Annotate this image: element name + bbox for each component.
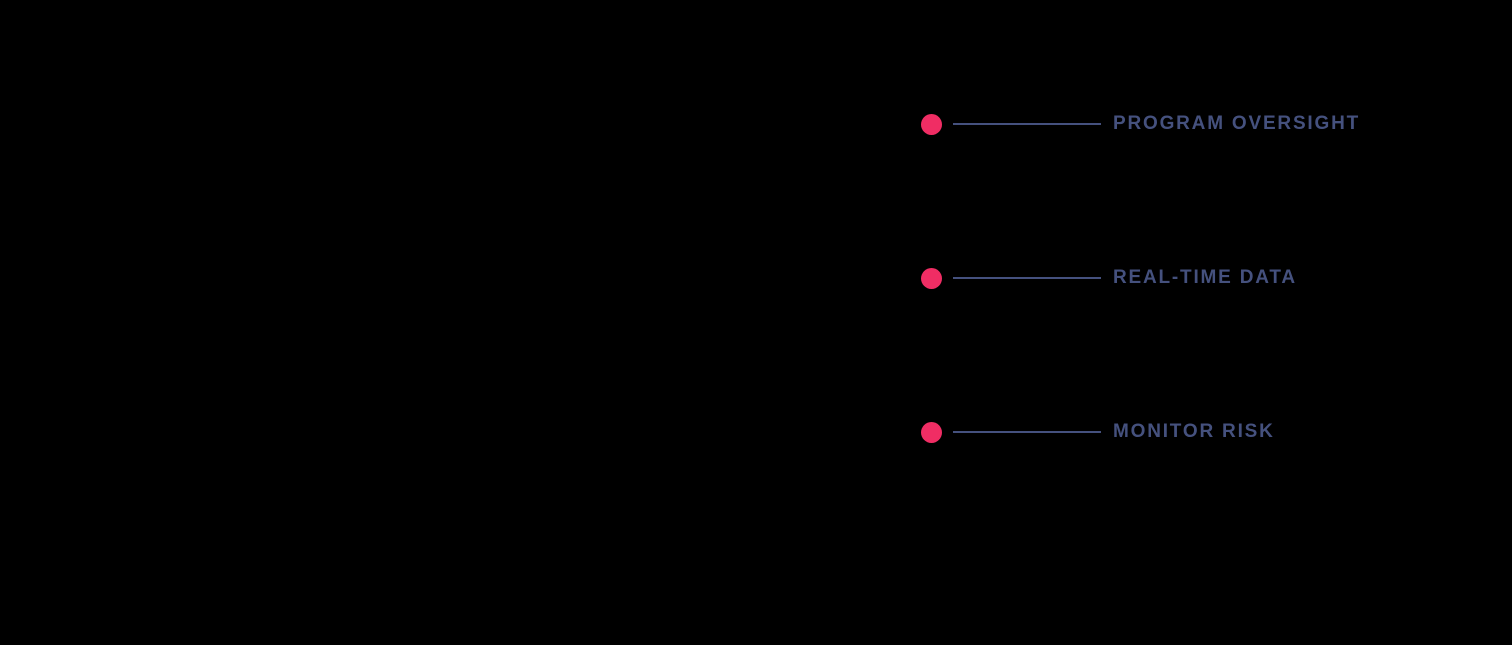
leader-line (953, 431, 1101, 433)
bullet-dot-icon (921, 421, 942, 443)
leader-line (953, 123, 1101, 125)
callout-real-time-data: REAL-TIME DATA (921, 267, 1297, 289)
callout-monitor-risk: MONITOR RISK (921, 421, 1275, 443)
callout-label: PROGRAM OVERSIGHT (1113, 113, 1361, 134)
bullet-dot-icon (921, 113, 942, 135)
bullet-dot-icon (921, 267, 942, 289)
callout-label: MONITOR RISK (1113, 421, 1275, 442)
leader-line (953, 277, 1101, 279)
callout-label: REAL-TIME DATA (1113, 267, 1297, 288)
callout-program-oversight: PROGRAM OVERSIGHT (921, 113, 1360, 135)
